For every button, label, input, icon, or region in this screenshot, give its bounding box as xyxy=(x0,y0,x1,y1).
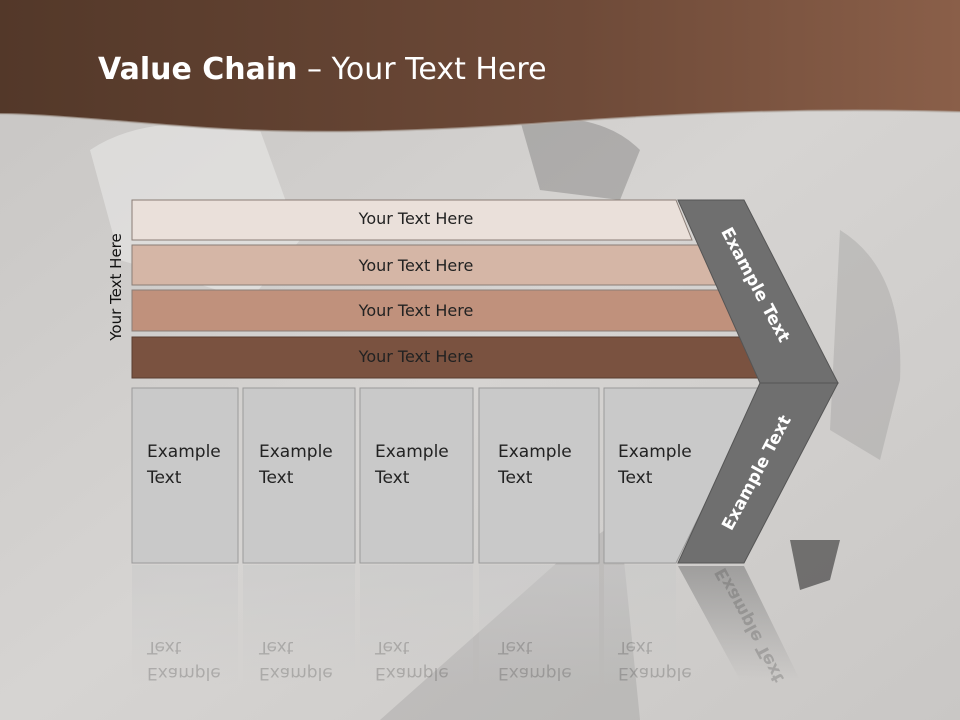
column-4-text: Example Text xyxy=(498,439,572,491)
column-2-line1: Example xyxy=(259,442,333,462)
column-boxes xyxy=(131,387,763,564)
background-figure-shape xyxy=(830,230,901,460)
column-2-reflection xyxy=(243,565,355,685)
column-2-box xyxy=(242,387,356,564)
column-1-line2: Text xyxy=(147,468,182,488)
column-2-line2: Text xyxy=(259,468,294,488)
header-wave-edge xyxy=(0,109,960,133)
chevron-lower xyxy=(677,382,839,564)
column-1-line1: Example xyxy=(147,442,221,462)
chevron-reflection xyxy=(678,566,800,680)
title-bold: Value Chain xyxy=(98,52,298,87)
column-4-line1: Example xyxy=(498,442,572,462)
bar-3-label: Your Text Here xyxy=(358,301,474,320)
column-4-line1-reflection: Example xyxy=(498,663,572,683)
column-4-box xyxy=(478,387,600,564)
bar-4-label: Your Text Here xyxy=(358,347,474,366)
column-1-reflection xyxy=(132,565,238,685)
column-5-line1-reflection: Example xyxy=(618,663,692,683)
column-5-text-reflection: Example Text xyxy=(618,634,692,686)
column-1-line2-reflection: Text xyxy=(147,637,182,657)
column-4-text-reflection: Example Text xyxy=(498,634,572,686)
column-4-line2: Text xyxy=(498,468,533,488)
column-2-line2-reflection: Text xyxy=(259,637,294,657)
column-1-text: Example Text xyxy=(147,439,221,491)
background-figure-shape xyxy=(520,118,640,200)
column-2-text: Example Text xyxy=(259,439,333,491)
title-rest: – Your Text Here xyxy=(297,52,547,87)
bar-1-shape xyxy=(131,199,693,241)
column-3-text-reflection: Example Text xyxy=(375,634,449,686)
column-2-line1-reflection: Example xyxy=(259,663,333,683)
background-figure-shape xyxy=(790,540,840,590)
column-5-line1: Example xyxy=(618,442,692,462)
column-3-box xyxy=(359,387,474,564)
header-band xyxy=(0,0,960,132)
vertical-label: Your Text Here xyxy=(107,233,125,341)
column-1-box xyxy=(131,387,239,564)
column-4-reflection xyxy=(479,565,599,685)
column-5-line2: Text xyxy=(618,468,653,488)
column-reflections xyxy=(132,565,676,685)
column-5-box xyxy=(603,387,763,564)
column-3-line1: Example xyxy=(375,442,449,462)
column-5-reflection xyxy=(604,565,676,685)
bar-1-label: Your Text Here xyxy=(358,209,474,228)
column-3-reflection xyxy=(360,565,473,685)
column-3-line2-reflection: Text xyxy=(375,637,410,657)
column-1-line1-reflection: Example xyxy=(147,663,221,683)
column-1-text-reflection: Example Text xyxy=(147,634,221,686)
column-5-text: Example Text xyxy=(618,439,692,491)
column-3-line1-reflection: Example xyxy=(375,663,449,683)
column-2-text-reflection: Example Text xyxy=(259,634,333,686)
column-3-text: Example Text xyxy=(375,439,449,491)
column-3-line2: Text xyxy=(375,468,410,488)
column-5-line2-reflection: Text xyxy=(618,637,653,657)
column-4-line2-reflection: Text xyxy=(498,637,533,657)
slide-title: Value Chain – Your Text Here xyxy=(98,52,547,87)
bar-2-label: Your Text Here xyxy=(358,256,474,275)
